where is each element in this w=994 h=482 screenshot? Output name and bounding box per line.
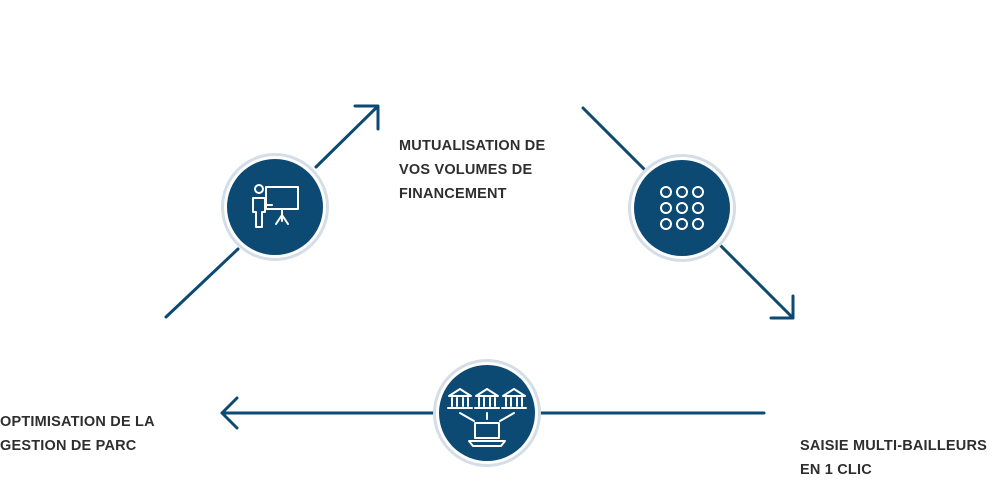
dot-grid-icon [660,186,704,230]
arrow-up-right [164,104,380,319]
banks-to-laptop-icon [447,388,527,447]
arrow-left [220,396,766,430]
label-mutualisation-line-1: MUTUALISATION DE [399,138,546,154]
label-saisie-line-2: EN 1 CLIC [800,462,872,478]
laptop-icon [468,422,506,447]
bank-icon-right [501,388,527,409]
label-mutualisation: MUTUALISATION DE VOS VOLUMES DE FINANCEM… [399,134,545,206]
label-saisie: SAISIE MULTI-BAILLEURS EN 1 CLIC [800,434,987,482]
label-mutualisation-line-2: VOS VOLUMES DE [399,162,533,178]
label-optimisation: OPTIMISATION DE LA GESTION DE PARC [0,410,155,458]
presentation-board-icon [252,184,299,228]
label-saisie-line-1: SAISIE MULTI-BAILLEURS [800,438,987,454]
label-mutualisation-line-3: FINANCEMENT [399,186,507,202]
presentation-circle [221,153,329,261]
label-optimisation-line-1: OPTIMISATION DE LA [0,414,155,430]
arrow-down-right [581,106,795,320]
bank-icon-center [474,388,500,409]
bank-icon-left [447,388,473,409]
dot-grid-circle [628,154,736,262]
banks-circle [433,359,541,467]
label-optimisation-line-2: GESTION DE PARC [0,438,137,454]
